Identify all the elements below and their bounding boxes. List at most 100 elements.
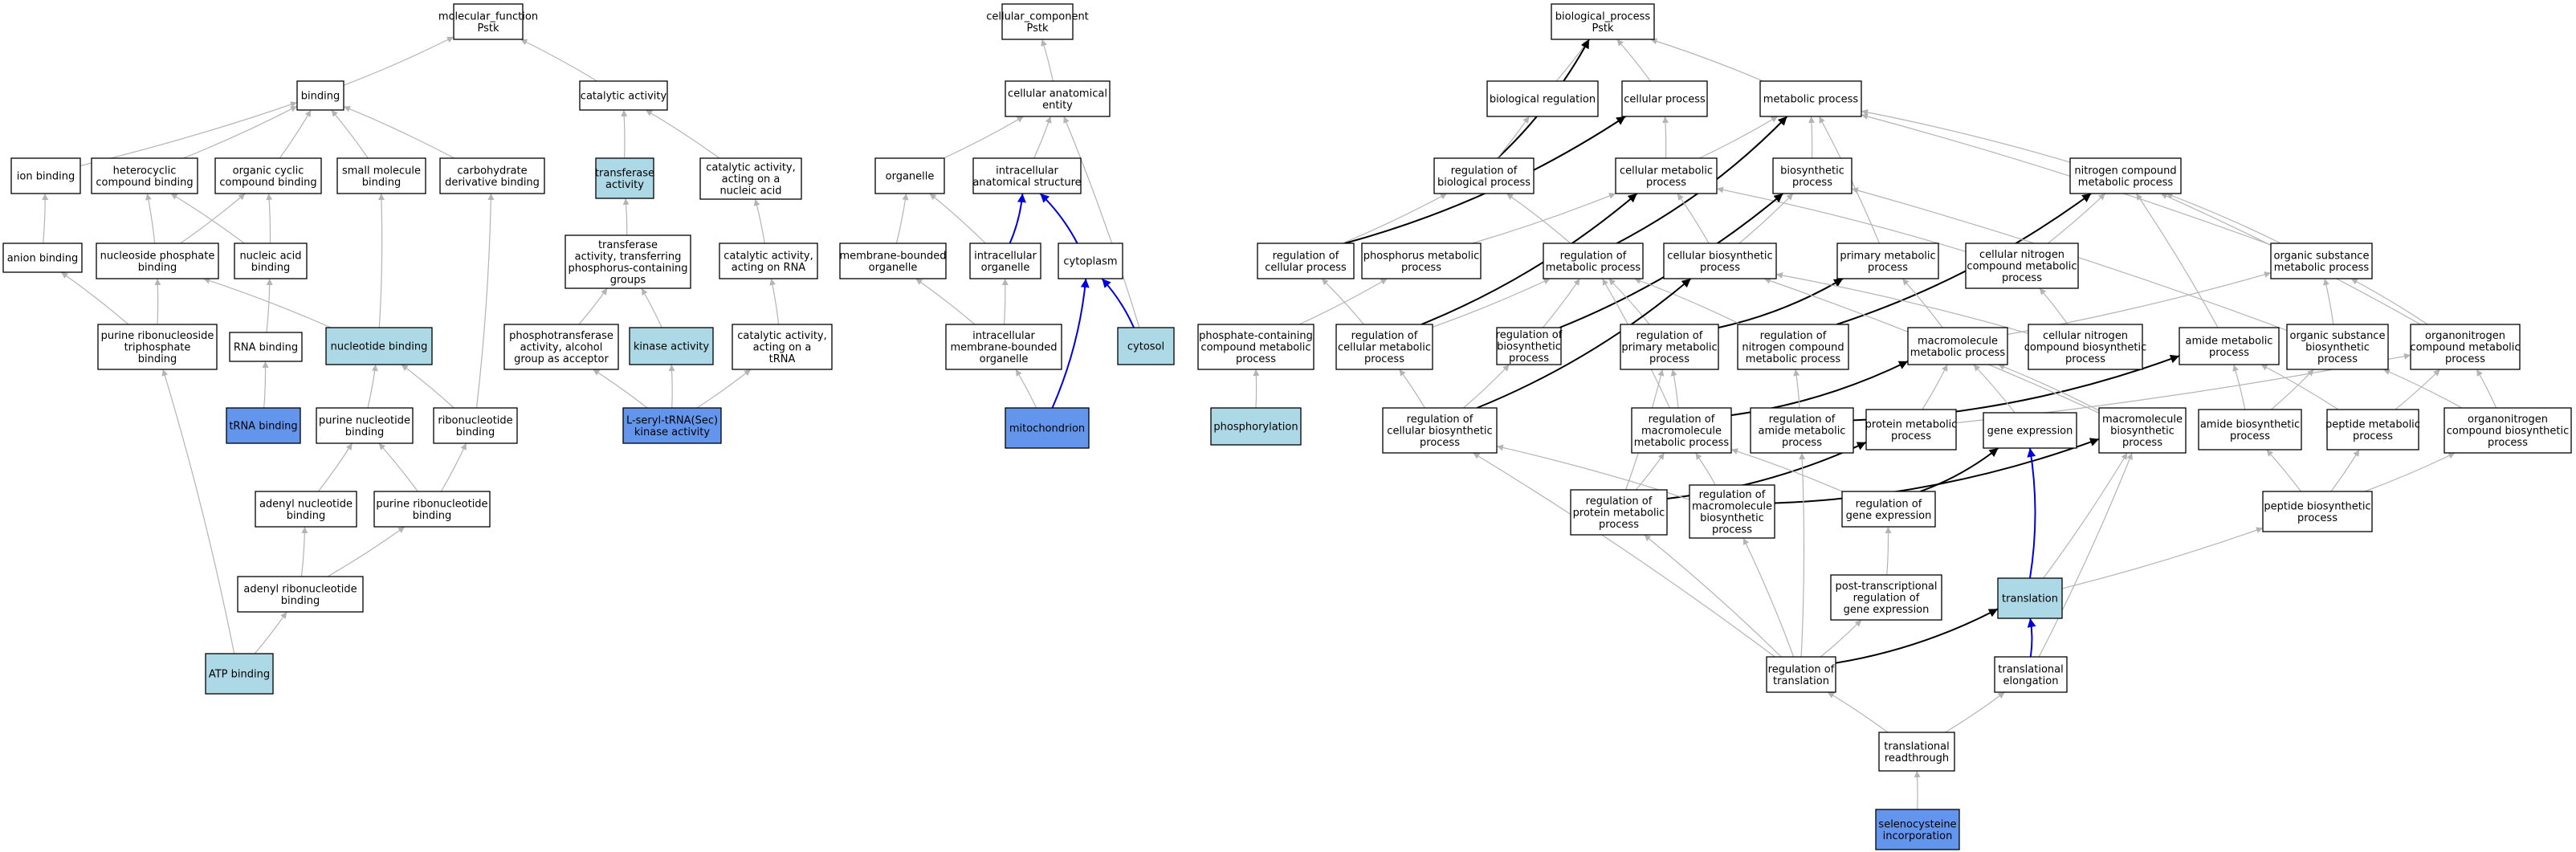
node-label-regamide-1: amide metabolic [1759, 426, 1846, 438]
node-rnabind[interactable]: RNA binding [229, 332, 303, 362]
node-anionbind[interactable]: anion binding [2, 243, 83, 273]
node-label-regtrans-0: regulation of [1768, 663, 1835, 675]
node-catrna[interactable]: catalytic activity,acting on RNA [719, 243, 818, 279]
edge-atp-to-adenylribo [254, 611, 287, 654]
edge-geneexp-to-macromet [1973, 364, 2016, 414]
node-label-regcell-0: regulation of [1273, 250, 1339, 262]
node-catalytic[interactable]: catalytic activity [579, 80, 668, 111]
node-kinase[interactable]: kinase activity [629, 327, 714, 365]
node-label-regcellbio-2: process [1420, 437, 1460, 449]
node-bioreg[interactable]: biological regulation [1486, 80, 1599, 117]
node-label-cellnitbio-0: cellular nitrogen [2043, 330, 2128, 342]
node-nucbind[interactable]: nucleotide binding [325, 327, 433, 365]
node-cellproc[interactable]: cellular process [1621, 80, 1708, 117]
node-label-intramemb-1: membrane-bounded [950, 342, 1057, 354]
node-label-cellproc-0: cellular process [1624, 94, 1706, 106]
node-binding[interactable]: binding [296, 80, 344, 111]
node-lseryl[interactable]: L-seryl-tRNA(Sec)kinase activity [622, 407, 722, 444]
node-geneexp[interactable]: gene expression [1983, 412, 2077, 449]
node-cytoplasm[interactable]: cytoplasm [1058, 243, 1123, 279]
node-label-orgnitbio-1: compound biosynthetic [2447, 426, 2570, 438]
node-trnabind[interactable]: tRNA binding [226, 407, 301, 444]
node-box-transelong [1994, 656, 2068, 693]
node-organelle[interactable]: organelle [874, 157, 945, 194]
node-label-membbound-1: organelle [869, 262, 918, 274]
node-atp[interactable]: ATP binding [205, 653, 274, 695]
node-ionbind[interactable]: ion binding [10, 157, 81, 194]
node-mito[interactable]: mitochondrion [1005, 407, 1090, 449]
node-cytosol[interactable]: cytosol [1117, 327, 1175, 365]
node-phosphoryl[interactable]: phosphorylation [1210, 407, 1302, 446]
node-regmacrobio[interactable]: regulation ofmacromoleculebiosyntheticpr… [1689, 484, 1775, 539]
node-label-ribonuc-0: ribonucleotide [438, 414, 512, 426]
node-label-catalytic-0: catalytic activity [581, 91, 667, 103]
node-metab[interactable]: metabolic process [1759, 80, 1862, 117]
node-translation[interactable]: translation [1997, 577, 2063, 619]
node-box-transferase [595, 157, 654, 199]
edge-mito-to-cytoplasm [1051, 278, 1090, 409]
